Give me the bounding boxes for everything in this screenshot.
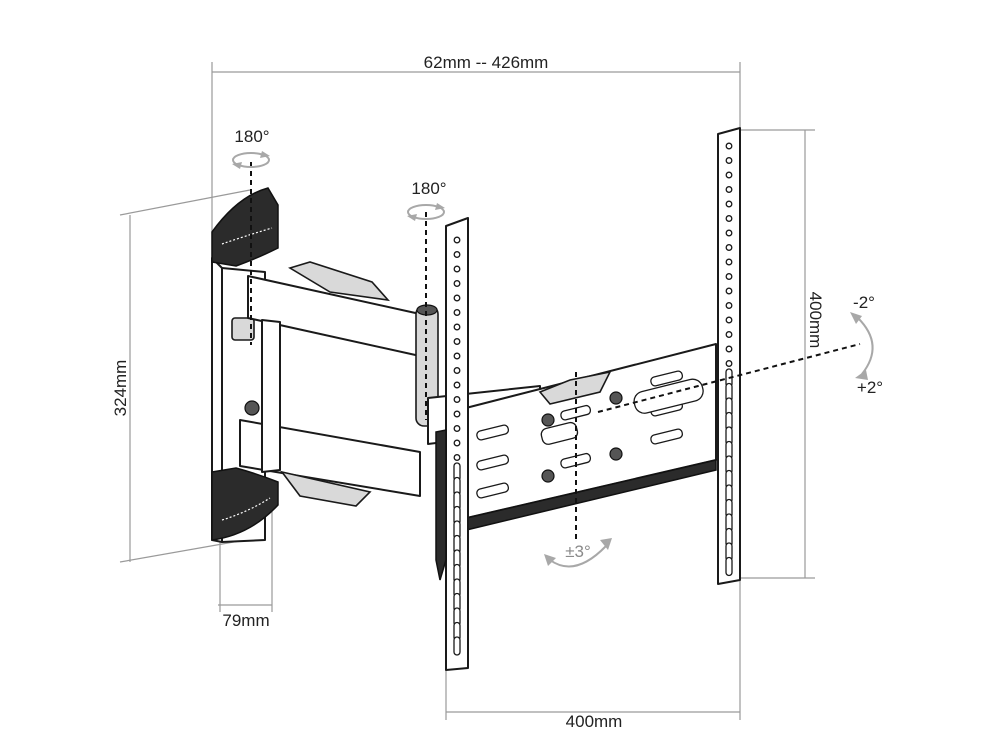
mounting-hole [725,200,733,208]
labels: 62mm -- 426mm 324mm 79mm 400mm 400mm 180… [111,53,883,731]
tilt-up-label: -2° [853,293,875,312]
mounting-hole [453,338,461,345]
tilt-rotation-icon [850,312,874,380]
wall-plate-height-label: 324mm [111,360,130,417]
vesa-horizontal-label: 400mm [566,712,623,731]
mounting-hole [725,316,733,324]
mounting-hole [725,186,733,193]
tv-bracket-vertical-left [435,217,469,671]
mounting-hole [725,331,733,338]
mounting-hole [453,294,461,302]
mounting-hole [453,381,461,389]
wall-swivel-rotation-icon [232,151,270,169]
mounting-hole [725,556,733,577]
vesa-vertical-label: 400mm [806,292,825,349]
tv-bracket-vertical-right [717,127,741,585]
mounting-hole [453,236,461,244]
dimension-lines [119,62,815,720]
mounting-hole [453,309,461,316]
mounting-hole [725,287,733,295]
mounting-hole [453,352,461,360]
tv-bracket-horizontal [457,343,717,533]
tilt-down-label: +2° [857,378,883,397]
mounting-hole [453,396,461,403]
mounting-hole [725,171,733,179]
mounting-hole [725,273,733,280]
mounting-hole [453,251,461,258]
mounting-hole [725,229,733,237]
mounting-hole [725,345,733,353]
rotation-axes [250,162,861,540]
mounting-hole [453,454,461,461]
mounting-hole [453,265,461,273]
rotation-arrows [232,151,874,568]
mounting-hole [453,280,461,287]
mounting-hole [725,244,733,251]
mounting-hole [725,157,733,164]
wall-plate-depth-label: 79mm [222,611,269,630]
level-adjust-rotation-icon [544,538,612,568]
arm-swivel-label: 180° [411,179,446,198]
mounting-hole [725,258,733,266]
mounting-hole [453,425,461,432]
arm-extension-label: 62mm -- 426mm [424,53,549,72]
mounting-hole [725,302,733,309]
wall-plate [211,187,279,543]
mounting-hole [725,142,733,150]
mounting-hole [453,636,461,656]
mounting-hole [453,410,461,418]
wall-swivel-label: 180° [234,127,269,146]
mounting-hole [453,439,461,447]
mounting-hole [453,367,461,374]
mounting-hole [453,323,461,331]
mounting-hole [725,360,733,367]
mounting-hole [725,215,733,222]
level-adjust-label: ±3° [565,542,591,561]
arm-swivel-rotation-icon [407,203,445,221]
